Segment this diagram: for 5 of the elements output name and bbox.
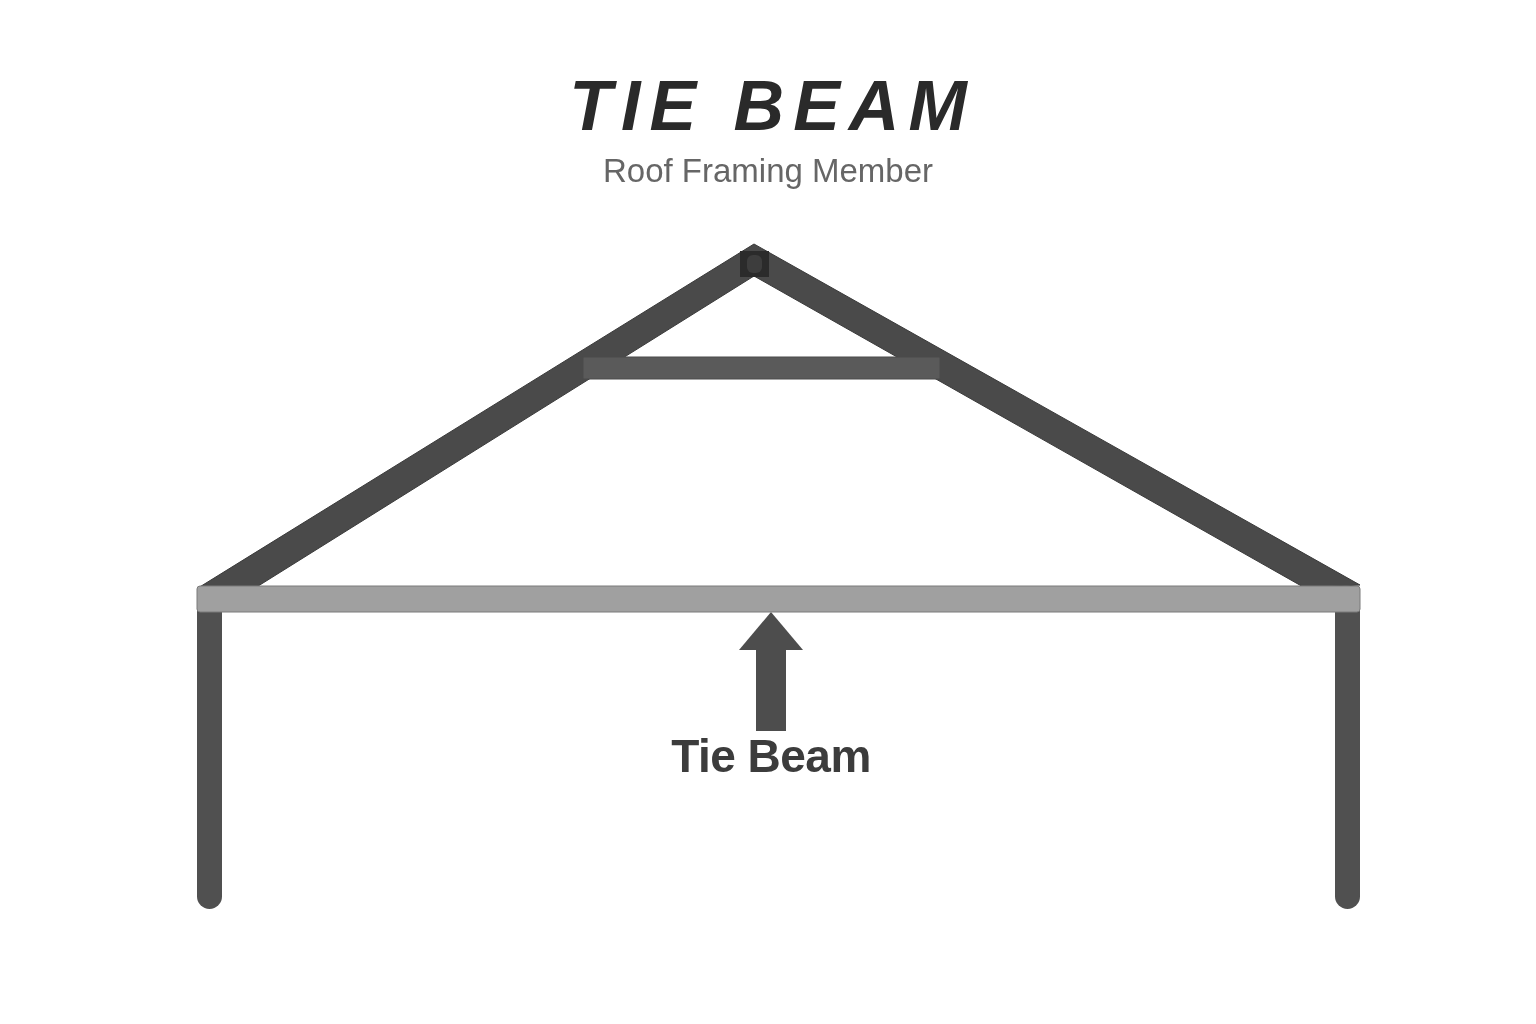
subtitle: Roof Framing Member bbox=[602, 154, 934, 187]
tie-beam bbox=[196, 585, 1361, 613]
callout-label: Tie Beam bbox=[671, 731, 871, 782]
arrow bbox=[739, 612, 803, 731]
title: TIE BEAM bbox=[568, 71, 976, 141]
